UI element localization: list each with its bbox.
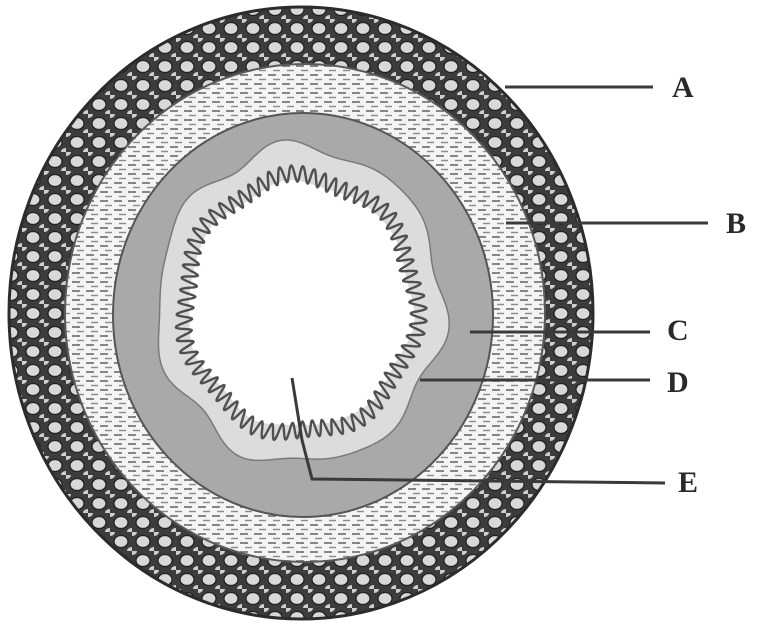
label-e: E bbox=[678, 466, 698, 499]
label-c: C bbox=[667, 314, 689, 347]
label-a: A bbox=[672, 71, 694, 104]
label-d: D bbox=[667, 366, 689, 399]
label-b: B bbox=[726, 207, 746, 240]
